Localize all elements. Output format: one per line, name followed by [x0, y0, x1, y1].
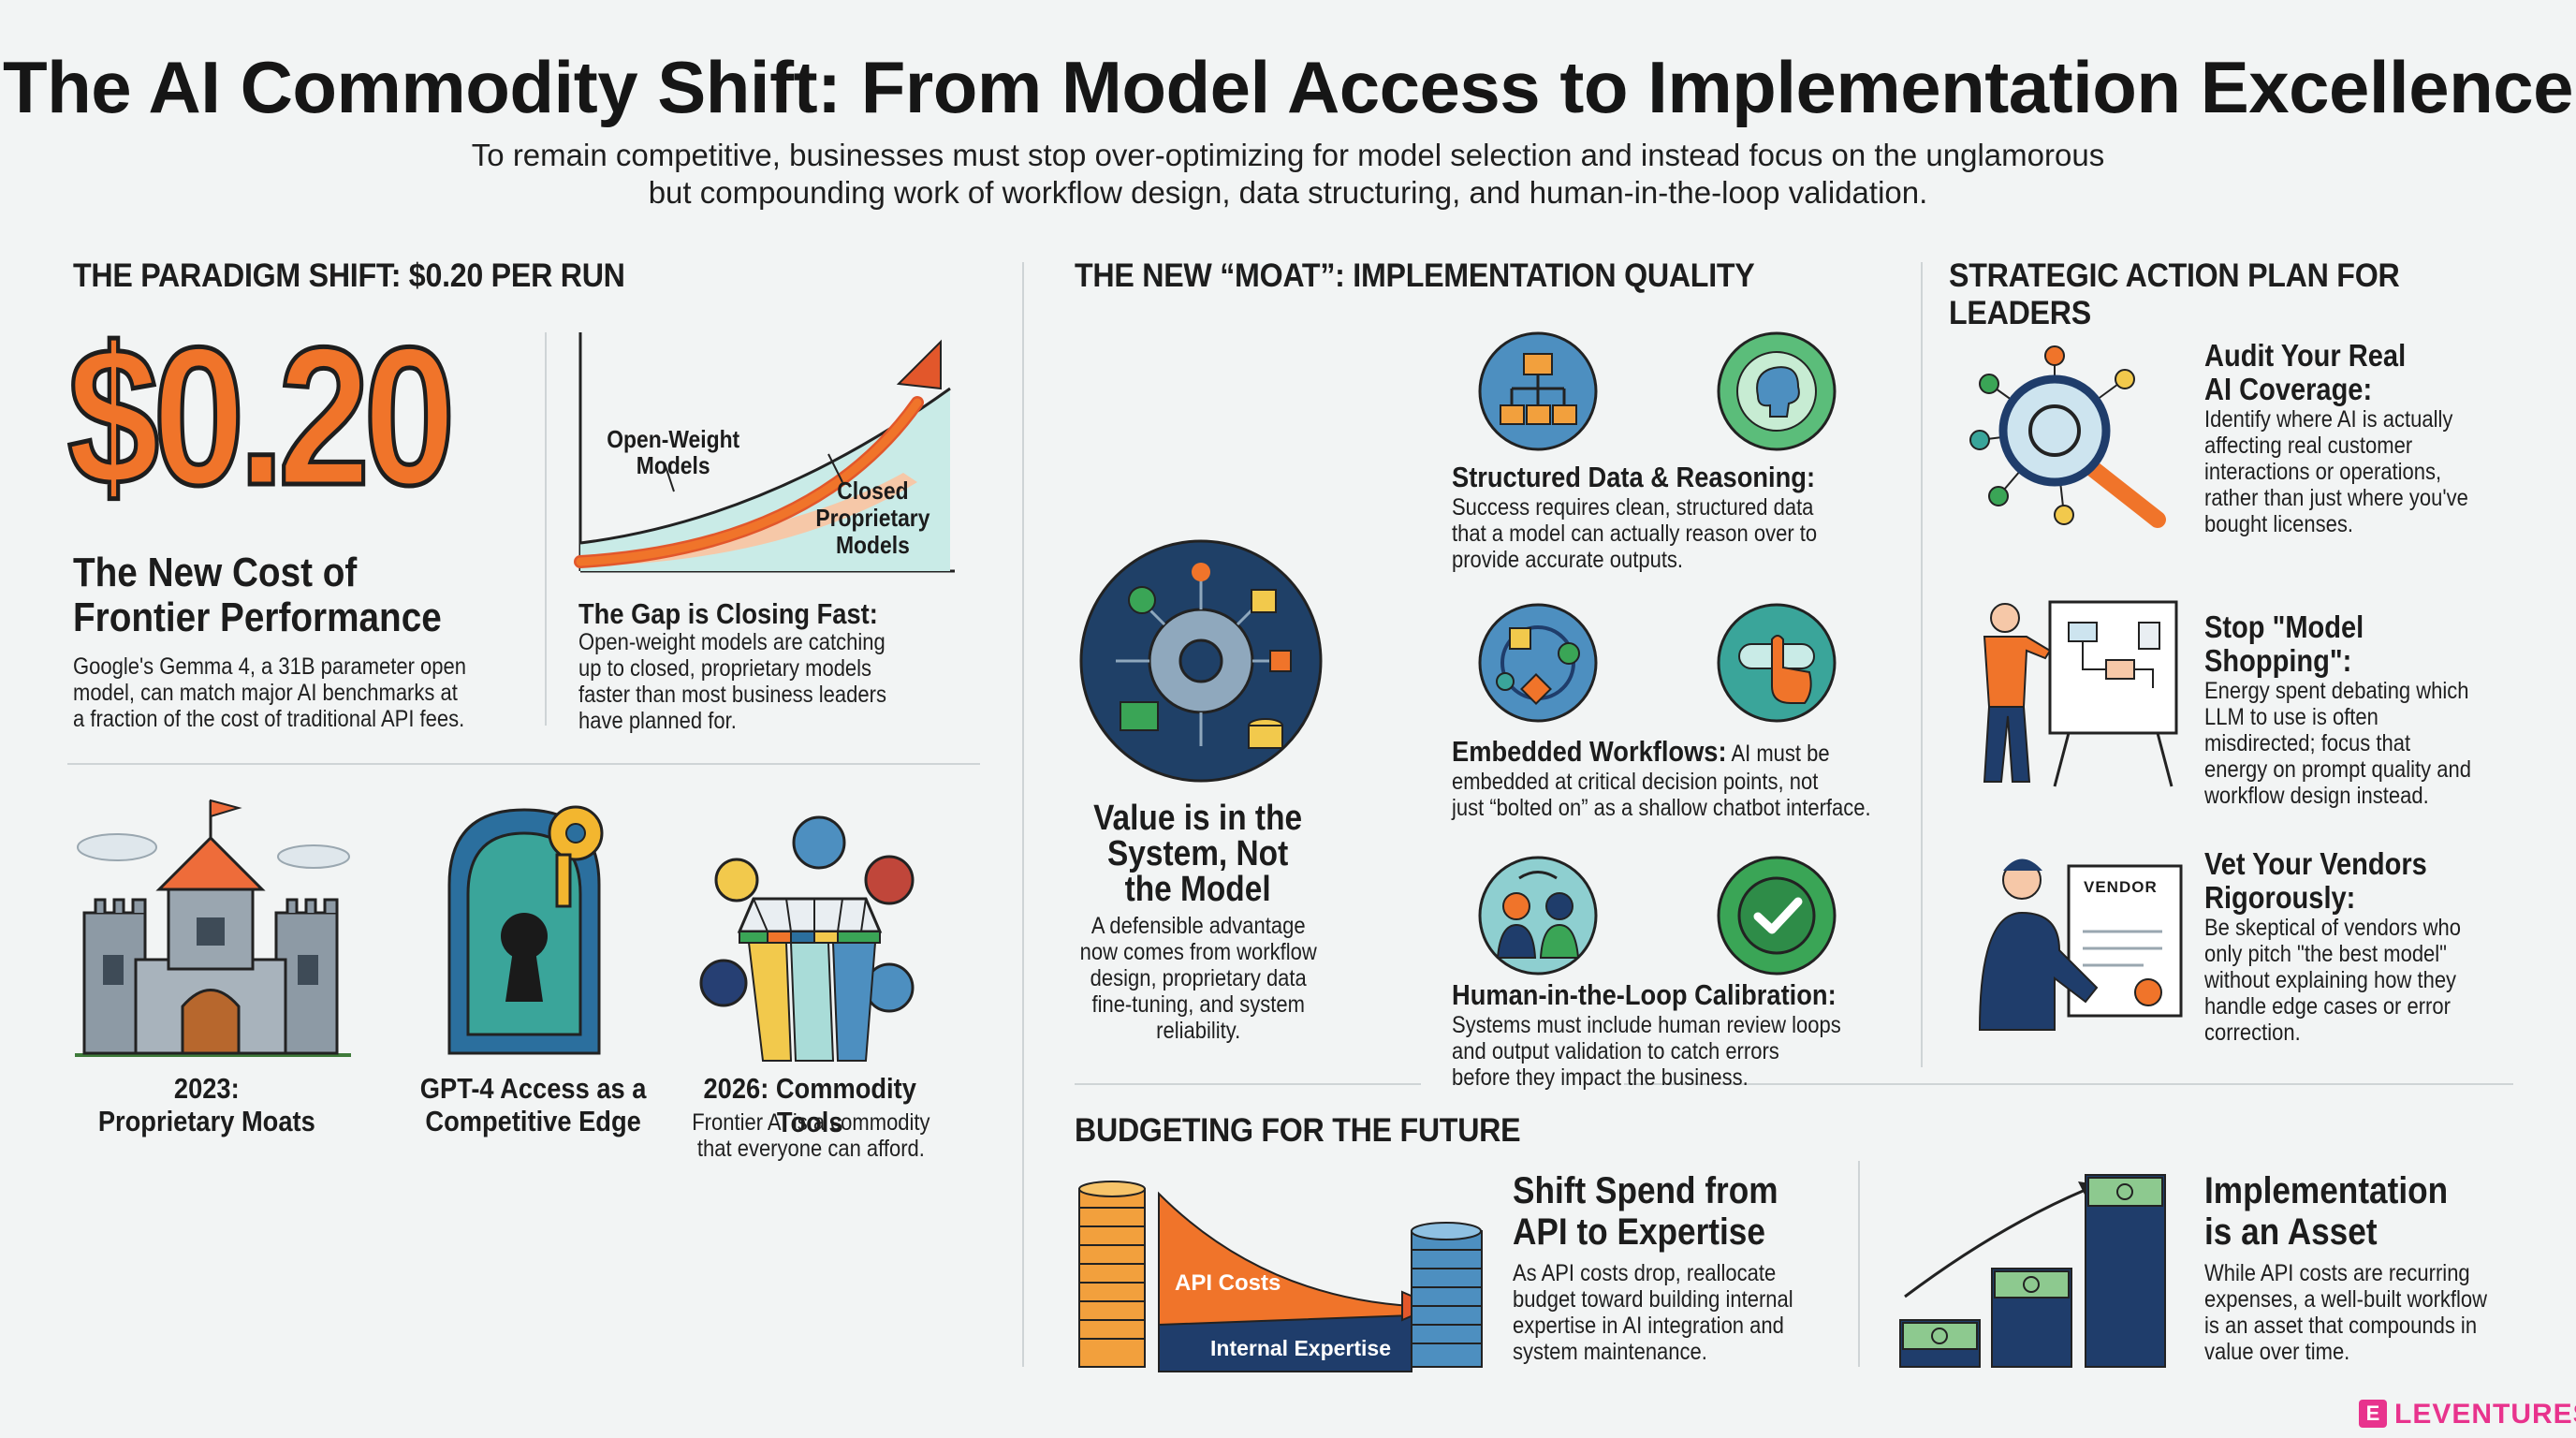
- vendor-tag: VENDOR: [2084, 878, 2158, 896]
- open-pointer: [664, 462, 675, 492]
- internal-expertise-label: Internal Expertise: [1210, 1336, 1392, 1360]
- commodity-market-icon: [699, 815, 915, 1062]
- timeline-2026-title: 2026: Commodity Tools: [703, 1072, 916, 1138]
- api-costs-label: API Costs: [1175, 1270, 1281, 1296]
- timeline-2026-body: Frontier AI is a commodity that everyone…: [692, 1109, 930, 1162]
- plan-item-audit: Audit Your Real AI Coverage: Identify wh…: [2204, 338, 2468, 538]
- gap-body: Open-weight models are catching up to cl…: [578, 629, 886, 734]
- budget-asset-text: Implementation is an Asset While API cos…: [2204, 1170, 2488, 1365]
- open-arrow-head: [896, 339, 942, 390]
- timeline-2023: 2023: Proprietary Moats: [97, 1072, 315, 1137]
- vendor-contract-icon: [1978, 858, 2183, 1031]
- brand-name: LEVENTURES: [2394, 1399, 2576, 1430]
- plan-heading: STRATEGIC ACTION PLAN FOR LEADERS: [1949, 257, 2400, 331]
- label-open-weight: Open-Weight Models: [607, 425, 740, 479]
- asset-growth-chart: [1899, 1174, 2166, 1368]
- moat-item-structured: Structured Data & Reasoning: Success req…: [1452, 461, 1818, 573]
- divider-price-chart: [545, 332, 547, 726]
- divider-left: [1022, 262, 1024, 1367]
- human-loop-icon: [1478, 856, 1598, 976]
- workflow-icon: [1478, 603, 1598, 723]
- divider-moat: [1075, 1083, 1421, 1085]
- money-bar-medium-icon: [1991, 1268, 2072, 1368]
- cost-body: Google's Gemma 4, a 31B parameter open m…: [73, 653, 466, 732]
- moat-item-workflows: Embedded Workflows: AI must be embedded …: [1452, 735, 1871, 821]
- plan-item-vendors: Vet Your Vendors Rigorously: Be skeptica…: [2204, 846, 2461, 1047]
- gap-closing-chart: [574, 332, 955, 573]
- touch-icon: [1717, 603, 1837, 723]
- checkmark-icon: [1717, 856, 1837, 976]
- internal-expertise-area: [1158, 1313, 1412, 1372]
- timeline-gpt4: GPT-4 Access as a Competitive Edge: [419, 1072, 647, 1137]
- price-figure: $0.20: [66, 306, 458, 526]
- moat-item-human: Human-in-the-Loop Calibration: Systems m…: [1452, 978, 1841, 1091]
- coin-stack-left-icon: [1078, 1181, 1146, 1368]
- divider-budget: [1858, 1161, 1860, 1367]
- money-bar-small-icon: [1899, 1319, 1981, 1368]
- value-body: A defensible advantage now comes from wo…: [1079, 913, 1317, 1044]
- cost-title: The New Cost of Frontier Performance: [73, 550, 442, 640]
- page-subtitle: To remain competitive, businesses must s…: [471, 138, 2105, 210]
- page-title: The AI Commodity Shift: From Model Acces…: [2, 46, 2574, 128]
- divider-moat-right: [1624, 1083, 2513, 1085]
- closed-pointer: [827, 453, 843, 483]
- divider-paradigm: [67, 763, 980, 765]
- paradigm-heading: THE PARADIGM SHIFT: $0.20 PER RUN: [73, 257, 625, 294]
- value-title: Value is in the System, Not the Model: [1093, 799, 1303, 909]
- divider-right: [1921, 262, 1923, 1067]
- budget-shift-text: Shift Spend from API to Expertise As API…: [1513, 1170, 1793, 1365]
- org-chart-icon: [1478, 331, 1598, 451]
- castle-icon: [75, 799, 351, 1057]
- gap-title: The Gap is Closing Fast:: [578, 597, 878, 630]
- label-closed: Closed Proprietary Models: [815, 477, 930, 559]
- brand-logo-icon: E: [2359, 1400, 2387, 1428]
- lightbulb-icon: [714, 858, 759, 902]
- budget-heading: BUDGETING FOR THE FUTURE: [1075, 1112, 1521, 1149]
- coin-stack-right-icon: [1411, 1222, 1483, 1368]
- money-bar-large-icon: [2085, 1174, 2166, 1368]
- presentation-board-icon: [1983, 600, 2178, 787]
- plan-item-shopping: Stop "Model Shopping": Energy spent deba…: [2204, 609, 2471, 810]
- audit-magnifier-icon: [1969, 345, 2166, 528]
- brain-icon: [1717, 331, 1837, 451]
- system-gear-icon: [1079, 539, 1323, 783]
- keyhole-lock-icon: [447, 805, 604, 1055]
- moat-heading: THE NEW “MOAT”: IMPLEMENTATION QUALITY: [1075, 257, 1755, 294]
- budget-shift-chart: [1078, 1181, 1483, 1372]
